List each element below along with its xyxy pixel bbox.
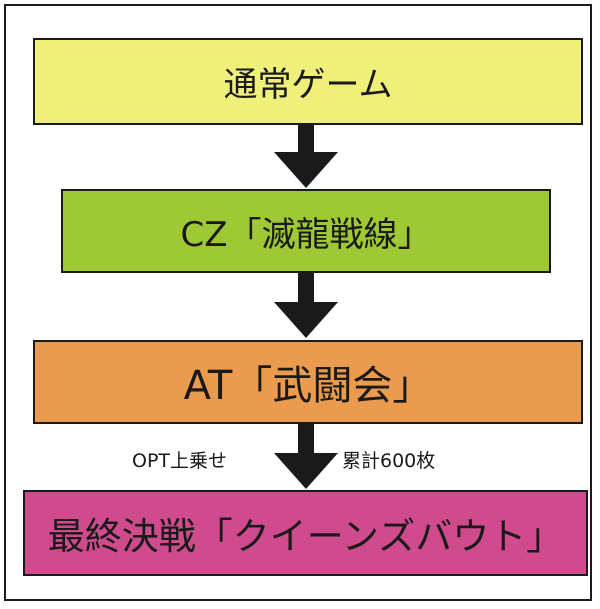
step-final-battle-box: 最終決戦「クイーンズバウト」 [23, 490, 588, 576]
arrow-down-icon [274, 124, 338, 188]
opt-bonus-note: OPT上乗せ [132, 450, 228, 472]
step-normal-game-box: 通常ゲーム [33, 38, 583, 125]
cumulative-coins-note: 累計600枚 [342, 450, 436, 472]
arrow-down-icon [274, 423, 338, 489]
step-at-box: AT「武闘会」 [33, 340, 583, 424]
diagram-frame: 通常ゲーム CZ「滅龍戦線」 AT「武闘会」 OPT上乗せ 累計600枚 最終決… [4, 4, 592, 601]
arrow-down-icon [274, 272, 338, 338]
step-cz-box: CZ「滅龍戦線」 [61, 189, 551, 273]
